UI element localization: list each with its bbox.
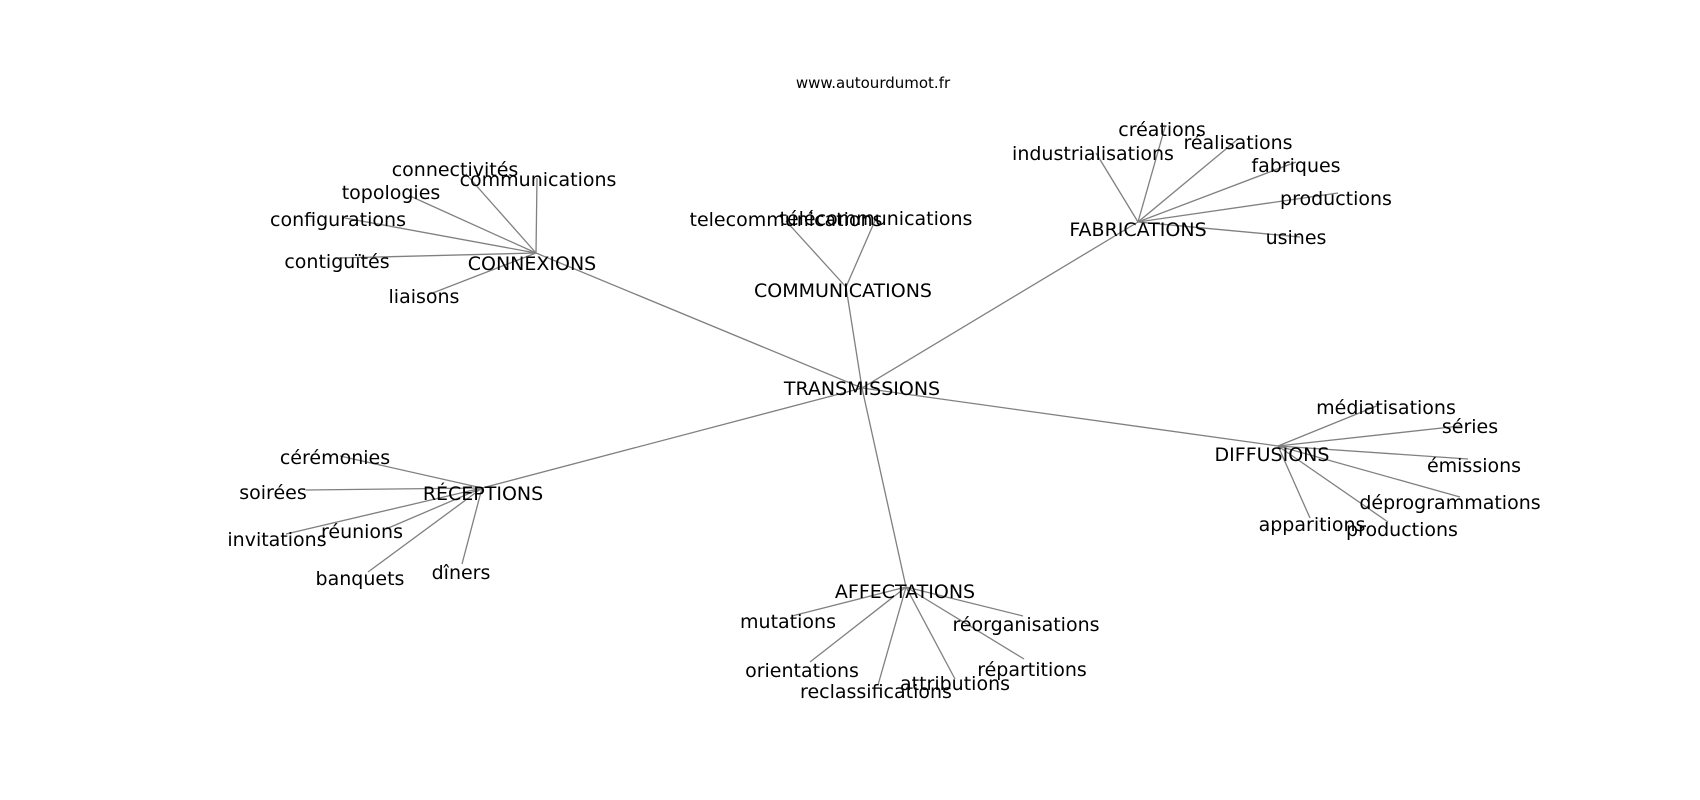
edge-group-to-word xyxy=(1277,445,1469,460)
word-node: liaisons xyxy=(389,286,460,308)
group-node: AFFECTATIONS xyxy=(835,581,975,603)
edge-center-to-group xyxy=(861,387,1279,447)
edge-group-to-word xyxy=(367,487,483,573)
edge-group-to-word xyxy=(877,586,907,686)
edge-group-to-word xyxy=(409,195,537,254)
group-node: RÉCEPTIONS xyxy=(423,482,543,505)
site-url: www.autourdumot.fr xyxy=(796,74,951,92)
edge-group-to-word xyxy=(1277,404,1380,447)
word-node: télécommunications xyxy=(780,208,973,230)
edge-group-to-word xyxy=(1277,445,1461,498)
edge-center-to-group xyxy=(481,387,863,489)
edge-group-to-word xyxy=(429,252,537,295)
edge-group-to-word xyxy=(1137,192,1339,223)
edge-group-to-word xyxy=(905,586,1025,660)
edge-group-to-word xyxy=(337,252,537,259)
edge-group-to-word xyxy=(809,586,907,663)
group-node: DIFFUSIONS xyxy=(1215,444,1330,466)
word-node: soirées xyxy=(239,482,306,504)
word-node: attributions xyxy=(900,673,1010,695)
word-node: séries xyxy=(1442,416,1498,438)
edge-group-to-word xyxy=(385,487,483,530)
edge-center-to-group xyxy=(845,286,863,389)
word-node: déprogrammations xyxy=(1359,492,1540,514)
word-node: dîners xyxy=(432,562,491,584)
edge-group-to-word xyxy=(1137,221,1301,238)
graph-edges xyxy=(285,126,1469,686)
word-node: productions xyxy=(1346,519,1458,541)
word-node: cérémonies xyxy=(280,447,390,469)
edge-group-to-word xyxy=(461,487,483,565)
edge-group-to-word xyxy=(1277,445,1311,519)
edge-group-to-word xyxy=(1095,152,1139,223)
edge-group-to-word xyxy=(791,586,907,617)
word-node: contiguïtés xyxy=(284,251,389,273)
edge-group-to-word xyxy=(1277,445,1389,523)
word-node: émissions xyxy=(1427,455,1521,477)
graph-labels: www.autourdumot.fr TRANSMISSIONS CONNEXI… xyxy=(227,74,1540,703)
word-node: médiatisations xyxy=(1316,397,1456,419)
word-node: apparitions xyxy=(1259,514,1366,536)
word-node: réalisations xyxy=(1183,132,1292,154)
edge-group-to-word xyxy=(285,487,483,535)
word-node: connectivités xyxy=(392,159,519,181)
edge-group-to-word xyxy=(344,217,537,254)
word-node: fabriques xyxy=(1251,155,1340,177)
edge-group-to-word xyxy=(905,586,956,680)
word-node: communications xyxy=(460,169,617,191)
edge-group-to-word xyxy=(1137,161,1297,223)
word-node: telecommunications xyxy=(690,209,883,231)
word-node: productions xyxy=(1280,188,1392,210)
word-node: configurations xyxy=(270,209,406,231)
edge-group-to-word xyxy=(905,586,1024,617)
edge-group-to-word xyxy=(305,487,483,491)
edge-group-to-word xyxy=(339,455,483,489)
group-node: FABRICATIONS xyxy=(1069,219,1206,241)
edge-center-to-group xyxy=(861,221,1139,389)
edge-group-to-word xyxy=(1137,138,1239,223)
edge-center-to-group xyxy=(535,252,863,389)
group-node: COMMUNICATIONS xyxy=(754,280,932,302)
word-node: réunions xyxy=(321,521,403,543)
edge-group-to-word xyxy=(465,173,537,254)
word-node: industrialisations xyxy=(1012,143,1174,165)
edge-center-to-group xyxy=(861,387,907,588)
group-node: CONNEXIONS xyxy=(468,253,597,275)
word-node: répartitions xyxy=(977,659,1087,681)
word-node: réorganisations xyxy=(952,614,1099,636)
edge-group-to-word xyxy=(785,220,847,288)
edge-group-to-word xyxy=(845,215,878,288)
edge-group-to-word xyxy=(535,177,538,254)
word-node: invitations xyxy=(227,529,326,551)
word-node: orientations xyxy=(745,660,859,682)
edge-group-to-word xyxy=(1277,425,1461,447)
edge-group-to-word xyxy=(1137,126,1166,223)
word-node: reclassifications xyxy=(800,681,952,703)
word-node: créations xyxy=(1118,119,1205,141)
word-node: usines xyxy=(1266,227,1327,249)
word-node: mutations xyxy=(740,611,836,633)
word-node: topologies xyxy=(342,182,441,204)
center-node: TRANSMISSIONS xyxy=(783,378,940,400)
word-node: banquets xyxy=(316,568,405,590)
